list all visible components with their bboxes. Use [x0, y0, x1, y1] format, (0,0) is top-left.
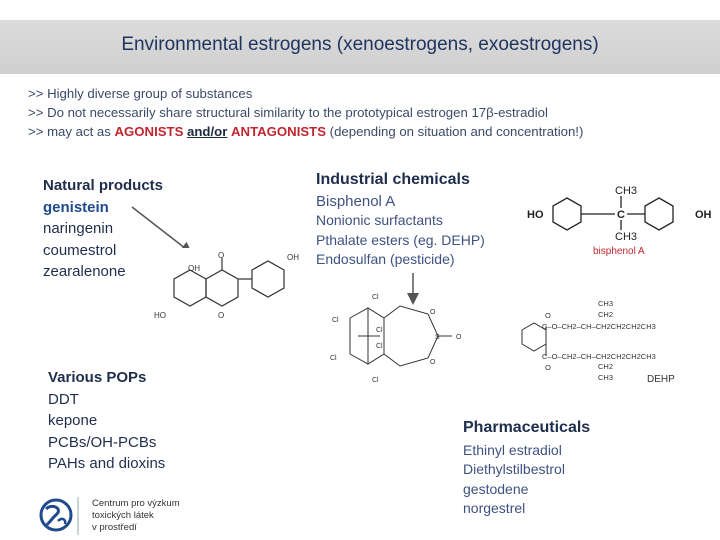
slide-title: Environmental estrogens (xenoestrogens, … [121, 34, 599, 55]
dehp-ch3-top: CH3 [598, 299, 613, 308]
pops-heading: Various POPs [48, 369, 147, 386]
bpa-label-ho: HO [527, 209, 544, 221]
industrial-heading: Industrial chemicals [316, 171, 470, 188]
pharma-item-norgestrel: norgestrel [463, 500, 526, 516]
and-or-text: and/or [187, 124, 228, 139]
bullet-3: >> may act as AGONISTS and/or ANTAGONIST… [28, 122, 718, 141]
endosulfan-cl-3: Cl [376, 327, 383, 334]
endosulfan-cl-5: Cl [330, 355, 337, 362]
bisphenol-a-structure: CH3 HO C OH CH3 bisphenol A [527, 185, 712, 257]
genistein-label-oh2: OH [287, 253, 299, 262]
dehp-structure: CH3 CH2 C–O–CH2–CH–CH2CH2CH2CH3 C–O–CH2–… [521, 299, 675, 385]
endosulfan-s: S [435, 334, 440, 341]
dehp-ch2-bottom: CH2 [598, 362, 613, 371]
title-bar [0, 20, 720, 74]
bpa-label-ch3-top: CH3 [615, 185, 637, 197]
endosulfan-note: (pesticide) [386, 251, 455, 267]
dehp-ch2-top: CH2 [598, 310, 613, 319]
bpa-name-label: bisphenol A [593, 246, 645, 257]
bpa-label-ch3-bottom: CH3 [615, 231, 637, 243]
pharma-item-gestodene: gestodene [463, 480, 529, 497]
genistein-label-o1: O [218, 251, 224, 260]
bullet-2: >> Do not necessarily share structural s… [28, 105, 548, 120]
bullet-3-prefix: >> may act as [28, 124, 115, 139]
genistein-structure: OH O OH HO O [154, 248, 305, 328]
natural-item-zearalenone: zearalenone [43, 263, 126, 280]
industrial-item-surfactants: Nonionic surfactants [316, 212, 443, 228]
dehp-o-upper: O [545, 311, 551, 320]
dehp-o-lower: O [545, 363, 551, 372]
recetox-logo-icon [39, 497, 79, 535]
natural-products-heading: Natural products [43, 177, 164, 194]
arrow-to-genistein [131, 206, 193, 254]
dehp-ester-lower: C–O–CH2–CH–CH2CH2CH2CH3 [542, 352, 656, 361]
endosulfan-cl-2: Cl [332, 317, 339, 324]
logo-line-3: v prostředí [92, 522, 137, 533]
natural-item-genistein: genistein [43, 198, 109, 216]
endosulfan-o-1: O [430, 309, 436, 316]
industrial-item-bpa: Bisphenol A [316, 192, 396, 210]
endosulfan-name: Endosulfan [316, 251, 387, 267]
bullet-3-suffix: (depending on situation and concentratio… [326, 124, 584, 139]
endosulfan-cl-6: Cl [372, 377, 379, 384]
genistein-label-ho: HO [154, 311, 166, 320]
pharma-heading: Pharmaceuticals [463, 419, 591, 436]
pops-block: Various POPs DDT kepone PCBs/OH-PCBs PAH… [48, 367, 165, 475]
endosulfan-o-3: O [456, 334, 462, 341]
endosulfan-cl-4: Cl [376, 343, 383, 350]
intro-bullets: >> Highly diverse group of substances >>… [28, 84, 718, 141]
bpa-label-c: C [617, 209, 625, 221]
logo-line-2: toxických látek [92, 510, 154, 521]
natural-item-coumestrol: coumestrol [43, 241, 117, 259]
antagonists-text: ANTAGONISTS [231, 124, 327, 139]
bpa-label-oh: OH [695, 209, 712, 221]
natural-products-block: Natural products genistein naringenin co… [43, 175, 163, 283]
dehp-name-label: DEHP [647, 374, 675, 385]
dehp-ester-upper: C–O–CH2–CH–CH2CH2CH2CH3 [542, 322, 656, 331]
pops-item-kepone: kepone [48, 412, 98, 429]
logo-line-1: Centrum pro výzkum [92, 498, 180, 509]
endosulfan-cl-1: Cl [372, 294, 379, 301]
pharma-item-des: Diethylstilbestrol [463, 461, 565, 477]
recetox-logo-text: Centrum pro výzkum toxických látek v pro… [92, 498, 180, 534]
bullet-1: >> Highly diverse group of substances [28, 86, 253, 101]
industrial-item-phthalates: Pthalate esters (eg. DEHP) [316, 231, 485, 248]
pops-item-pahs: PAHs and dioxins [48, 455, 166, 472]
agonists-text: AGONISTS [114, 124, 184, 139]
pharmaceuticals-block: Pharmaceuticals Ethinyl estradiol Diethy… [463, 418, 590, 519]
natural-item-naringenin: naringenin [43, 220, 114, 237]
genistein-label-o2: O [218, 311, 224, 320]
industrial-chemicals-block: Industrial chemicals Bisphenol A Nonioni… [316, 170, 485, 270]
dehp-ch3-bottom: CH3 [598, 373, 613, 382]
endosulfan-structure: Cl Cl Cl Cl Cl Cl O O S O [330, 294, 462, 384]
pops-item-ddt: DDT [48, 390, 79, 408]
industrial-item-endosulfan: Endosulfan (pesticide) [316, 250, 485, 270]
endosulfan-o-2: O [430, 359, 436, 366]
pharma-item-ethinyl: Ethinyl estradiol [463, 441, 562, 458]
pops-item-pcbs: PCBs/OH-PCBs [48, 433, 157, 451]
genistein-label-oh1: OH [188, 264, 200, 273]
